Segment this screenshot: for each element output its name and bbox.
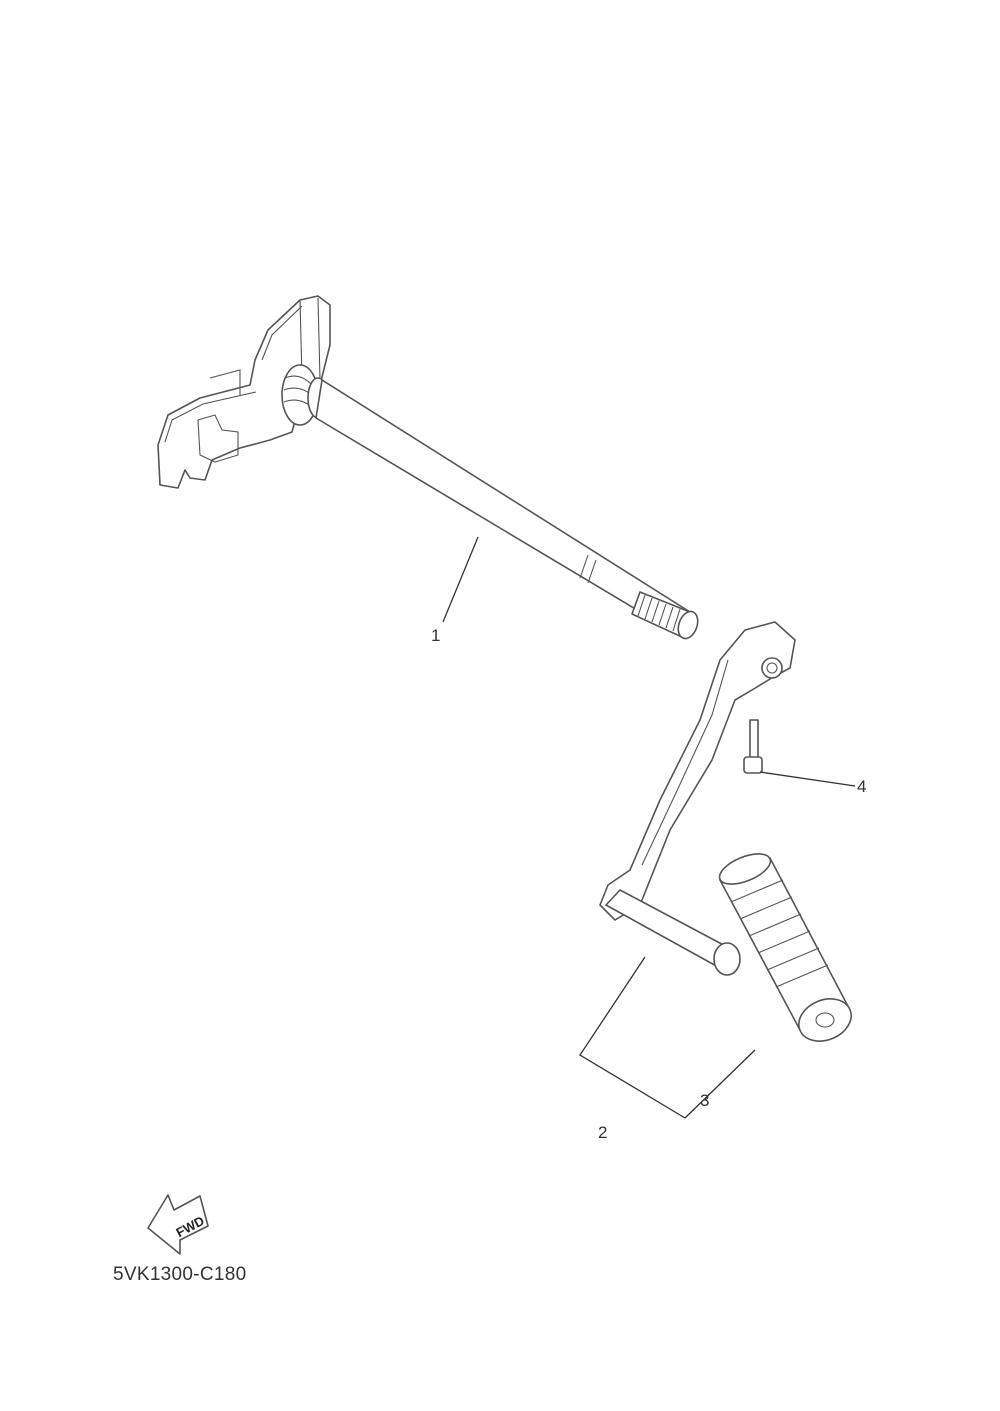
shift-shaft-part-1 bbox=[157, 295, 699, 640]
leader-line-2 bbox=[579, 956, 686, 1119]
shift-pedal-part-2 bbox=[599, 621, 796, 976]
leader-line-4 bbox=[759, 771, 856, 787]
callout-1: 1 bbox=[431, 626, 441, 645]
footpeg-rubber-part-3 bbox=[718, 853, 852, 1042]
callout-4: 4 bbox=[857, 777, 867, 796]
leader-line-3 bbox=[684, 1049, 756, 1119]
bolt-part-4 bbox=[743, 719, 763, 774]
fwd-arrow-icon: FWD bbox=[147, 1194, 209, 1255]
diagram-code: 5VK1300-C180 bbox=[113, 1264, 247, 1285]
callout-2: 2 bbox=[598, 1123, 608, 1142]
callout-3: 3 bbox=[700, 1091, 710, 1110]
leader-line-1 bbox=[442, 536, 479, 623]
